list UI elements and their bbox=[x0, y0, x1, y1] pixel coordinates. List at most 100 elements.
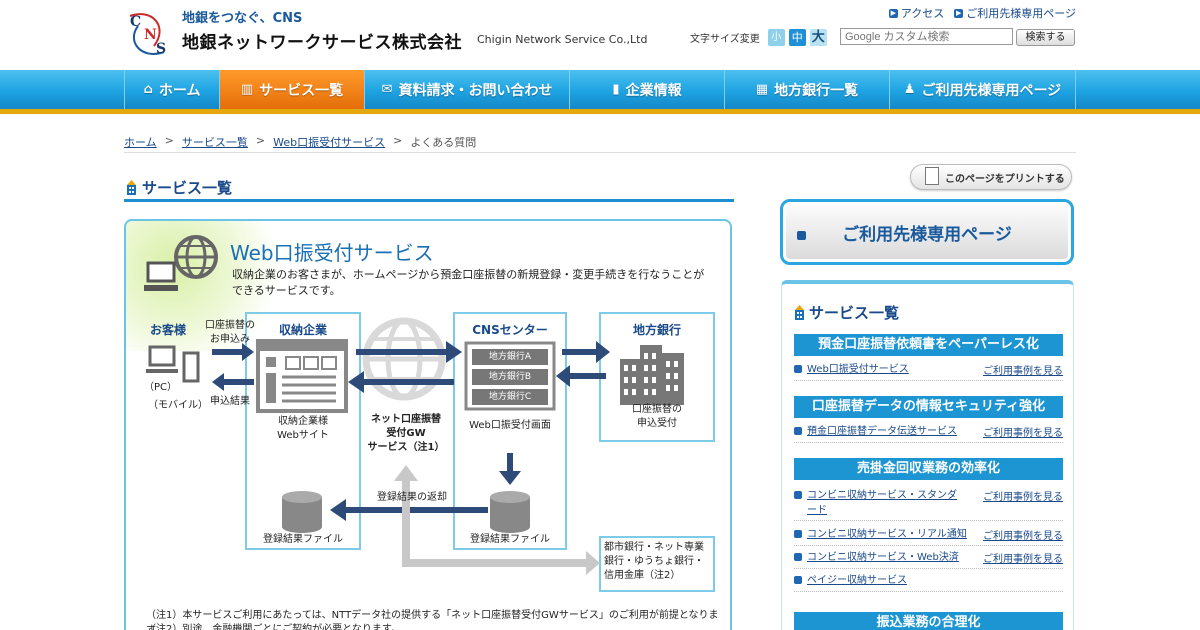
access-link-label: アクセス bbox=[900, 7, 945, 20]
category-security: 口座振替データの情報セキュリティ強化 bbox=[794, 396, 1063, 418]
font-size-small-button[interactable]: 小 bbox=[767, 29, 785, 46]
other-banks-label: 都市銀行・ネット専業銀行・ゆうちょ銀行・信用金庫（注2） bbox=[604, 542, 704, 581]
breadcrumb-current: よくある質問 bbox=[410, 136, 477, 149]
nav-home[interactable]: ⌂ホーム bbox=[124, 70, 220, 109]
nav-member-label: ご利用先様専用ページ bbox=[921, 82, 1062, 99]
page-title: サービス一覧 bbox=[124, 176, 734, 202]
arrow-bullet-icon bbox=[794, 365, 802, 373]
arrow-bullet-icon bbox=[794, 576, 802, 584]
gw-globe-icon bbox=[362, 317, 446, 401]
arrow-bullet-icon bbox=[794, 491, 802, 499]
home-icon: ⌂ bbox=[143, 82, 153, 97]
service-panel: Web口振受付サービス 収納企業のお客さまが、ホームページから預金口座振替の新規… bbox=[124, 219, 732, 630]
building-icon bbox=[127, 180, 136, 195]
cns-screen-label: Web口振受付画面 bbox=[469, 420, 551, 431]
sidebar-services: サービス一覧 預金口座振替依頼書をペーパーレス化 Web口振受付サービス ご利用… bbox=[781, 280, 1074, 630]
nav-banks[interactable]: ▦地方銀行一覧 bbox=[725, 70, 890, 109]
return-label: 登録結果の返却 bbox=[377, 492, 447, 503]
arrow-bullet-icon bbox=[797, 231, 806, 240]
divider bbox=[124, 152, 1076, 153]
service-link-web-kofuri[interactable]: Web口振受付サービス ご利用事例を見る bbox=[794, 362, 1063, 381]
service-link-label[interactable]: コンビニ収納サービス・Web決済 bbox=[807, 552, 959, 563]
bank-c-row: 地方銀行C bbox=[472, 389, 548, 405]
mail-icon: ✉ bbox=[381, 82, 393, 97]
breadcrumb-home[interactable]: ホーム bbox=[124, 136, 157, 149]
search-input[interactable] bbox=[840, 28, 1013, 45]
logo-swirl-icon: C N S bbox=[129, 13, 166, 57]
user-icon: ♟ bbox=[903, 82, 916, 97]
category-transfer: 振込業務の合理化 bbox=[794, 612, 1063, 630]
nav-banks-label: 地方銀行一覧 bbox=[774, 82, 859, 99]
access-link[interactable]: ▶アクセス bbox=[888, 5, 945, 21]
sidebar-title: サービス一覧 bbox=[794, 302, 899, 323]
service-link-conveni-web[interactable]: コンビニ収納サービス・Web決済 ご利用事例を見る bbox=[794, 550, 1063, 569]
font-size-large-button[interactable]: 大 bbox=[809, 29, 827, 46]
breadcrumb-separator: > bbox=[393, 134, 403, 147]
file-left-label: 登録結果ファイル bbox=[263, 534, 343, 545]
arrow-bullet-icon bbox=[794, 553, 802, 561]
breadcrumb-services[interactable]: サービス一覧 bbox=[181, 136, 248, 149]
top-links: ▶アクセス ▶ご利用先様専用ページ bbox=[888, 5, 1076, 21]
service-link-label[interactable]: ペイジー収納サービス bbox=[807, 575, 907, 586]
web-pc-icon bbox=[144, 235, 218, 291]
category-paperless: 預金口座振替依頼書をペーパーレス化 bbox=[794, 334, 1063, 356]
bank-building-icon bbox=[620, 345, 684, 405]
search-button[interactable]: 検索する bbox=[1016, 29, 1075, 46]
bar-chart-icon: ▮ bbox=[612, 82, 620, 97]
bank-a-row: 地方銀行A bbox=[472, 349, 548, 365]
svg-text:C: C bbox=[130, 14, 141, 30]
database-icon bbox=[282, 491, 530, 533]
company-name[interactable]: 地銀ネットワークサービス株式会社 bbox=[182, 33, 462, 53]
breadcrumb-separator: > bbox=[255, 134, 266, 147]
customer-heading: お客様 bbox=[150, 323, 187, 337]
note-2: （注2）別途、金融機関ごとにご契約が必要となります。 bbox=[146, 624, 401, 630]
member-page-button[interactable]: ご利用先様専用ページ bbox=[780, 199, 1074, 265]
category-collection: 売掛金回収業務の効率化 bbox=[794, 458, 1063, 480]
svg-text:N: N bbox=[144, 27, 157, 43]
service-link-label[interactable]: コンビニ収納サービス・リアル通知 bbox=[807, 529, 967, 540]
example-link[interactable]: ご利用事例を見る bbox=[983, 531, 1063, 542]
example-link[interactable]: ご利用事例を見る bbox=[983, 428, 1063, 439]
result-label: 申込結果 bbox=[210, 396, 250, 407]
apply-label: 口座振替の お申込み bbox=[205, 320, 255, 345]
company-site-label: 収納企業様 Webサイト bbox=[277, 416, 329, 441]
font-size-medium-button[interactable]: 中 bbox=[788, 29, 806, 46]
service-link-label[interactable]: 預金口座振替データ伝送サービス bbox=[807, 426, 957, 437]
example-link[interactable]: ご利用事例を見る bbox=[983, 366, 1063, 377]
service-link-label[interactable]: Web口振受付サービス bbox=[807, 364, 909, 375]
nav-services[interactable]: ▥サービス一覧 bbox=[220, 70, 365, 109]
regional-bank-heading: 地方銀行 bbox=[632, 323, 681, 337]
note-1: （注1）本サービスご利用にあたっては、NTTデータ社の提供する「ネット口座振替受… bbox=[146, 610, 719, 630]
mobile-label: （モバイル） bbox=[148, 400, 208, 411]
arrow-bullet-icon bbox=[794, 530, 802, 538]
breadcrumb-web-service[interactable]: Web口振受付サービス bbox=[273, 136, 386, 149]
service-link-conveni-standard[interactable]: コンビニ収納サービス・スタンダード ご利用事例を見る bbox=[794, 488, 1063, 521]
service-link-label[interactable]: コンビニ収納サービス・スタンダード bbox=[807, 490, 957, 516]
sidebar-title-text: サービス一覧 bbox=[809, 304, 900, 322]
font-size-label: 文字サイズ変更 bbox=[690, 34, 760, 45]
nav-contact[interactable]: ✉ 資料請求・お問い合わせ bbox=[365, 70, 570, 109]
nav-company[interactable]: ▮企業情報 bbox=[570, 70, 725, 109]
print-button[interactable]: このページをプリントする bbox=[910, 164, 1072, 190]
print-button-label: このページをプリントする bbox=[945, 173, 1065, 185]
page-title-text: サービス一覧 bbox=[142, 179, 233, 197]
service-link-conveni-real[interactable]: コンビニ収納サービス・リアル通知 ご利用事例を見る bbox=[794, 527, 1063, 546]
nav-contact-label: 資料請求・お問い合わせ bbox=[398, 82, 553, 99]
company-heading: 収納企業 bbox=[278, 323, 327, 337]
example-link[interactable]: ご利用事例を見る bbox=[983, 492, 1063, 503]
file-right-label: 登録結果ファイル bbox=[470, 534, 550, 545]
arrow-bullet-icon: ▶ bbox=[954, 8, 964, 18]
nav-member[interactable]: ♟ ご利用先様専用ページ bbox=[890, 70, 1076, 109]
breadcrumb: ホーム > サービス一覧 > Web口振受付サービス > よくある質問 bbox=[124, 134, 476, 150]
tagline: 地銀をつなぐ、CNS bbox=[182, 11, 303, 26]
service-link-data-transfer[interactable]: 預金口座振替データ伝送サービス ご利用事例を見る bbox=[794, 424, 1063, 443]
cns-heading: CNSセンター bbox=[472, 323, 548, 337]
service-link-payeasy[interactable]: ペイジー収納サービス bbox=[794, 573, 1063, 592]
arrow-bullet-icon: ▶ bbox=[888, 8, 898, 18]
breadcrumb-separator: > bbox=[164, 134, 174, 147]
cns-logo[interactable]: C N S bbox=[124, 8, 172, 58]
member-page-link[interactable]: ▶ご利用先様専用ページ bbox=[954, 5, 1076, 21]
example-link[interactable]: ご利用事例を見る bbox=[983, 554, 1063, 565]
site-header: C N S 地銀をつなぐ、CNS 地銀ネットワークサービス株式会社 Chigin… bbox=[0, 0, 1200, 70]
svg-text:S: S bbox=[156, 41, 166, 57]
